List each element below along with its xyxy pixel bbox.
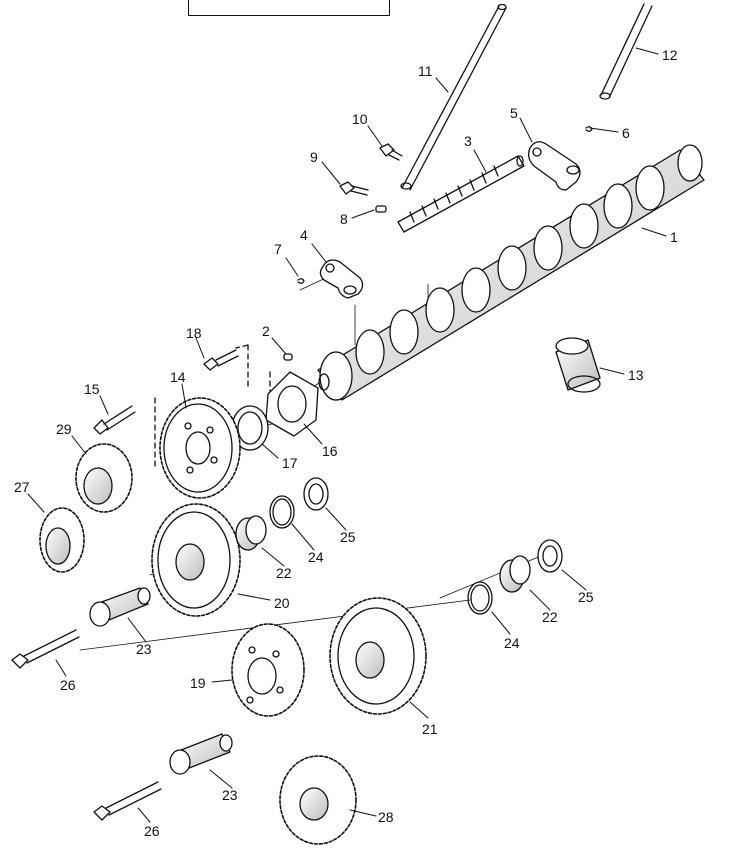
- callout-26-lower: 26: [144, 823, 160, 839]
- callout-18: 18: [186, 325, 202, 341]
- callout-7: 7: [274, 241, 282, 257]
- callout-19: 19: [190, 675, 206, 691]
- callout-13: 13: [628, 367, 644, 383]
- callout-24-upper: 24: [308, 549, 324, 565]
- pin-2: [283, 353, 293, 361]
- callout-16: 16: [322, 443, 338, 459]
- callout-29: 29: [56, 421, 72, 437]
- gear-19: [231, 623, 305, 717]
- leader-lines: [27, 47, 667, 823]
- callout-17: 17: [282, 455, 298, 471]
- callout-5: 5: [510, 105, 518, 121]
- gear-29: [75, 443, 133, 513]
- callout-23-upper: 23: [136, 641, 152, 657]
- callout-10: 10: [352, 111, 368, 127]
- circlip-24-lower: [467, 581, 493, 615]
- push-rod-12: [599, 3, 653, 100]
- callout-25-lower: 25: [578, 589, 594, 605]
- bushing-13: [555, 337, 601, 393]
- push-rod-11: [400, 3, 507, 191]
- callout-3: 3: [464, 133, 472, 149]
- callout-22-upper: 22: [276, 565, 292, 581]
- bolt-10: [379, 143, 403, 161]
- callout-20: 20: [274, 595, 290, 611]
- bolt-26-lower: [93, 781, 162, 821]
- callout-9: 9: [310, 149, 318, 165]
- idler-shaft-23-upper: [89, 587, 151, 627]
- bolt-18: [203, 349, 239, 371]
- ring-17: [231, 405, 269, 451]
- callout-2: 2: [262, 323, 270, 339]
- gear-21: [329, 597, 427, 715]
- callout-23-lower: 23: [222, 787, 238, 803]
- bolt-15: [93, 405, 136, 435]
- callout-24-lower: 24: [504, 635, 520, 651]
- callout-4: 4: [300, 227, 308, 243]
- cam-gear-14: [159, 397, 241, 499]
- bushing-22-upper: [235, 515, 267, 551]
- rocker-arm-4: [319, 259, 364, 299]
- title-box: [188, 0, 390, 16]
- clip-6: [585, 126, 593, 132]
- callout-14: 14: [170, 369, 186, 385]
- rocker-arm-5: [528, 141, 581, 191]
- rocker-shaft-3: [397, 155, 525, 233]
- bushing-22-lower: [499, 555, 531, 593]
- callout-26-upper: 26: [60, 677, 76, 693]
- thrust-plate-16: [265, 371, 319, 437]
- washer-25-lower: [537, 539, 563, 573]
- callout-12: 12: [662, 47, 678, 63]
- bolt-26-upper: [11, 629, 80, 669]
- callout-8: 8: [340, 211, 348, 227]
- circlip-24-upper: [269, 495, 295, 529]
- callout-6: 6: [622, 125, 630, 141]
- bolt-9: [339, 181, 369, 196]
- callout-22-lower: 22: [542, 609, 558, 625]
- pin-8: [375, 205, 387, 213]
- idler-shaft-23-lower: [169, 733, 233, 775]
- callout-25-upper: 25: [340, 529, 356, 545]
- callout-1: 1: [670, 229, 678, 245]
- clip-7: [297, 278, 305, 284]
- callout-28: 28: [378, 809, 394, 825]
- callout-15: 15: [84, 381, 100, 397]
- camshaft-1: [317, 144, 705, 401]
- gear-27: [39, 507, 85, 573]
- gear-28: [279, 755, 357, 845]
- callout-21: 21: [422, 721, 438, 737]
- callout-27: 27: [14, 479, 30, 495]
- washer-25-upper: [303, 477, 329, 511]
- callout-11: 11: [418, 63, 433, 79]
- gear-20: [151, 503, 241, 617]
